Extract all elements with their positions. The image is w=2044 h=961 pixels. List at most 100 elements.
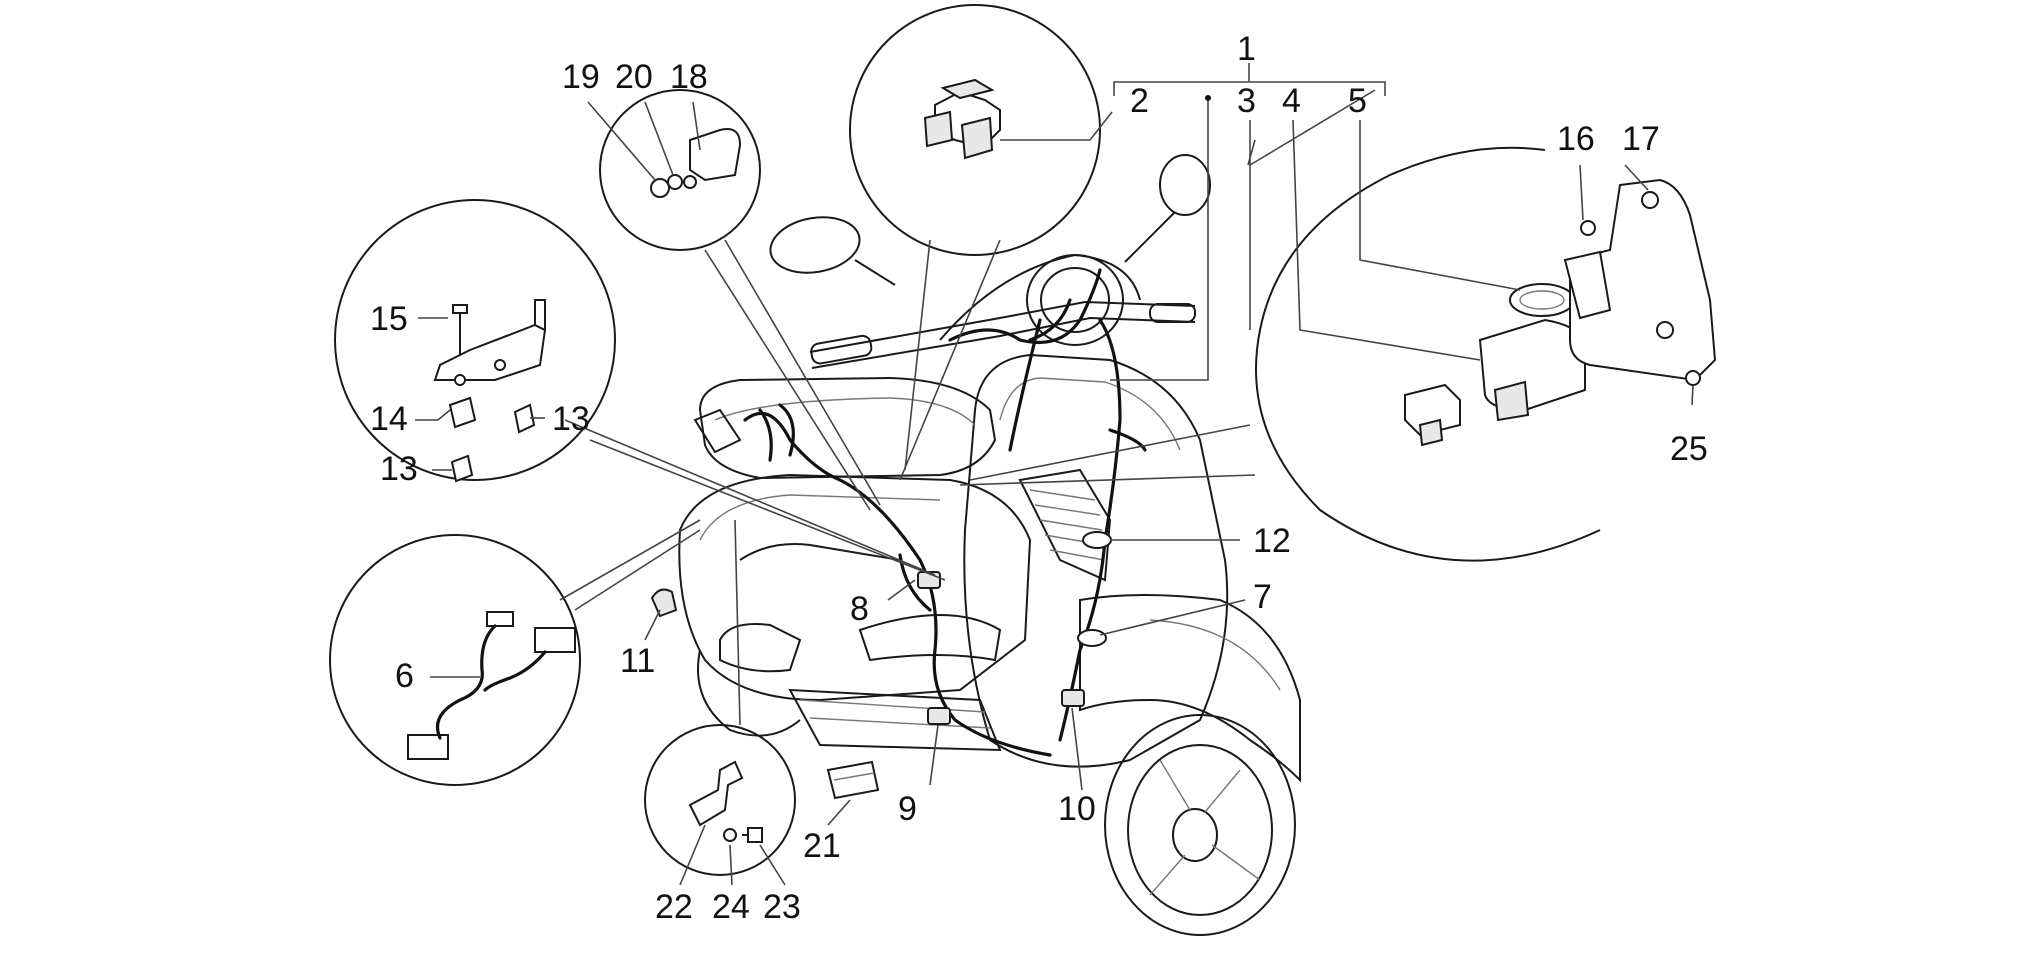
- pointer-22: [734, 519, 741, 726]
- leader-17: [1624, 164, 1649, 191]
- washer-24: [723, 828, 737, 842]
- wire-clip-10: [1061, 689, 1085, 707]
- relay-side: [923, 110, 954, 148]
- leader-18: [692, 101, 701, 151]
- screw-19: [650, 178, 670, 198]
- leader-11: [644, 609, 661, 641]
- rear-side-panel: [678, 473, 1032, 702]
- callout-23: 23: [763, 888, 801, 926]
- band-5-inner: [1519, 290, 1565, 310]
- pointer-6-2: [574, 529, 701, 611]
- leader-16: [1579, 164, 1584, 221]
- callout-13-upper: 13: [552, 400, 590, 438]
- front-hub: [1172, 808, 1218, 862]
- leader-22: [679, 824, 706, 886]
- callout-8: 8: [850, 590, 869, 628]
- callout-6: 6: [395, 657, 414, 695]
- callout-15: 15: [370, 300, 408, 338]
- leader-25: [1691, 384, 1694, 406]
- handlebar-lower: [811, 316, 1196, 369]
- detail-bracket-22: [644, 519, 796, 886]
- front-harness-wire: [1058, 318, 1122, 742]
- fuse-3: [1404, 383, 1461, 437]
- clip-nut-13b: [450, 454, 474, 483]
- speedometer-dial: [1040, 267, 1110, 333]
- pointer-relay: [904, 239, 931, 471]
- pointer-ecu: [969, 424, 1251, 481]
- ecu-4-connector: [1493, 380, 1530, 422]
- clip-11: [650, 588, 678, 618]
- wiring-harness: [650, 268, 1147, 800]
- leader-21: [827, 799, 851, 826]
- front-rim: [1127, 744, 1273, 916]
- pointer-18: [704, 249, 871, 511]
- pointer-ecu-3: [1247, 89, 1376, 166]
- bracket-14: [433, 323, 547, 381]
- protector-21: [826, 760, 880, 800]
- detail-circle-ecu: [1255, 146, 1601, 562]
- headset-cover: [939, 253, 1141, 341]
- leader-dot: [1110, 100, 1209, 381]
- leg-shield: [963, 353, 1229, 768]
- rear-wheel-arc: [697, 649, 801, 737]
- callout-9: 9: [898, 790, 917, 828]
- seat: [698, 376, 997, 480]
- callout-2: 2: [1130, 82, 1149, 120]
- leader-4: [1292, 119, 1481, 361]
- side-panel-vent: [739, 543, 901, 561]
- right-grip: [1149, 303, 1196, 323]
- callout-17: 17: [1622, 120, 1660, 158]
- detail-circle-22: [644, 724, 796, 876]
- callout-24: 24: [712, 888, 750, 926]
- leader-7: [1099, 599, 1246, 636]
- callout-22: 22: [655, 888, 693, 926]
- screw-25: [1685, 370, 1701, 386]
- screw-16: [1580, 220, 1596, 236]
- front-wheel-spokes: [1149, 759, 1261, 896]
- bracket-18: [689, 128, 742, 182]
- fuse-3-blade: [1418, 418, 1444, 447]
- callout-14: 14: [370, 400, 408, 438]
- callout-1: 1: [1237, 30, 1256, 68]
- leader-20: [644, 101, 674, 176]
- leg-shield-edge: [999, 377, 1181, 451]
- washer-20: [667, 174, 683, 190]
- callout-16: 16: [1557, 120, 1595, 158]
- callout-11: 11: [620, 642, 655, 680]
- bracket-hole-2: [454, 374, 466, 386]
- leader-24: [729, 844, 733, 886]
- side-panel-crease: [699, 494, 941, 541]
- screw-15-head: [452, 304, 468, 314]
- horn-grille-slats: [1029, 489, 1105, 561]
- callout-21: 21: [803, 827, 841, 865]
- footboard-rubber: [858, 614, 1002, 662]
- connector-top: [486, 611, 514, 627]
- pointer-18-2: [724, 239, 881, 506]
- plate-17-flap: [1563, 250, 1612, 320]
- pointer-ecu-2: [959, 474, 1256, 486]
- detail-plate-17: [1563, 164, 1717, 406]
- right-mirror-stem: [1124, 211, 1176, 263]
- horn-grille: [1018, 468, 1112, 582]
- detail-circle-18: [599, 89, 761, 251]
- grommet-12: [1082, 531, 1112, 549]
- detail-ecu: [959, 89, 1601, 562]
- callout-12: 12: [1253, 522, 1291, 560]
- leader-5: [1359, 120, 1521, 291]
- front-fender-line: [1149, 619, 1281, 691]
- hole-18: [683, 175, 697, 189]
- floorboard-ridges: [799, 699, 991, 729]
- callout-13-lower: 13: [380, 450, 418, 488]
- front-branch-wire: [1108, 428, 1147, 452]
- protector-21-line: [833, 772, 875, 781]
- callout-7: 7: [1253, 578, 1272, 616]
- detail-relay: [849, 4, 1113, 481]
- pointer-14-2: [589, 439, 946, 581]
- left-grip: [810, 334, 873, 365]
- cable-6: [435, 624, 497, 740]
- main-harness-wire: [743, 411, 1052, 757]
- group-bracket-1: [1110, 63, 1521, 381]
- rear-branch-wire-2: [778, 403, 795, 457]
- callout-labels: 1 2 3 4 5 6 7 8 9 10 11 12 13 13 14 15 1…: [370, 30, 1708, 926]
